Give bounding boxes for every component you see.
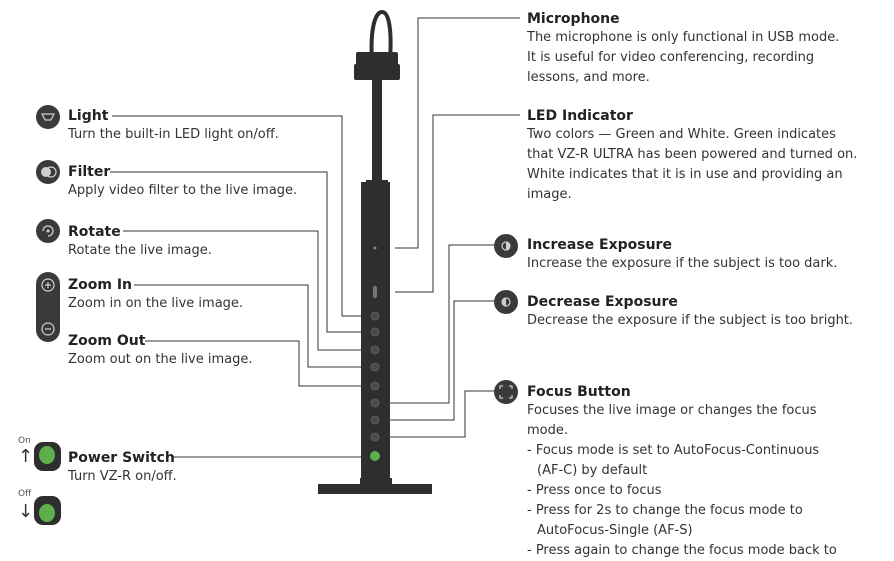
focus-desc-1: Focuses the live image or changes the fo… xyxy=(527,403,817,418)
arrow-down-icon: ↓ xyxy=(18,501,34,522)
zoom-in-title: Zoom In xyxy=(68,277,133,293)
light-title: Light xyxy=(68,108,109,124)
focus-title: Focus Button xyxy=(527,384,631,400)
led-indicator xyxy=(373,286,377,298)
filter-icon xyxy=(36,160,60,184)
led-desc-1: Two colors — Green and White. Green indi… xyxy=(527,127,836,142)
microphone-callout: Microphone The microphone is only functi… xyxy=(527,10,839,88)
switch-on-label: On xyxy=(18,436,31,446)
led-callout: LED Indicator Two colors — Green and Whi… xyxy=(527,107,857,205)
zoom-out-callout: Zoom Out Zoom out on the live image. xyxy=(68,332,253,370)
power-on-icon xyxy=(34,442,61,471)
zoom-in-button[interactable] xyxy=(370,362,380,372)
microphone-desc-2: It is useful for video conferencing, rec… xyxy=(527,50,815,65)
led-desc-4: image. xyxy=(527,187,572,202)
zoom-out-title: Zoom Out xyxy=(68,333,146,349)
rotate-icon xyxy=(36,219,60,243)
focus-icon xyxy=(494,380,518,404)
zoom-rocker-icon xyxy=(36,272,60,342)
mic-hole xyxy=(373,246,377,250)
microphone-desc-1: The microphone is only functional in USB… xyxy=(527,30,840,45)
filter-title: Filter xyxy=(68,164,111,180)
light-button[interactable] xyxy=(370,311,380,321)
zoom-out-button[interactable] xyxy=(370,381,380,391)
rotate-button[interactable] xyxy=(370,345,380,355)
device-neck xyxy=(360,478,392,486)
light-callout: Light Turn the built-in LED light on/off… xyxy=(68,107,279,145)
decrease-exposure-callout: Decrease Exposure Decrease the exposure … xyxy=(527,293,853,331)
zoom-in-callout: Zoom In Zoom in on the live image. xyxy=(68,276,243,314)
decrease-exposure-button[interactable] xyxy=(370,415,380,425)
filter-desc: Apply video filter to the live image. xyxy=(68,183,298,198)
switch-off-label: Off xyxy=(18,489,32,499)
decrease-exposure-leader xyxy=(380,300,494,421)
arrow-up-icon: ↑ xyxy=(18,446,34,467)
microphone-title: Microphone xyxy=(527,11,620,27)
power-button[interactable] xyxy=(370,451,380,461)
light-icon xyxy=(36,105,60,129)
led-leader xyxy=(395,114,520,293)
filter-callout: Filter Apply video filter to the live im… xyxy=(68,163,297,201)
led-title: LED Indicator xyxy=(527,108,633,124)
zoom-in-desc: Zoom in on the live image. xyxy=(68,296,244,311)
power-title: Power Switch xyxy=(68,450,175,466)
device-base xyxy=(318,484,432,494)
filter-button[interactable] xyxy=(370,327,380,337)
focus-callout: Focus Button Focuses the live image or c… xyxy=(527,383,837,561)
gooseneck-cable xyxy=(369,9,393,61)
decrease-exposure-icon xyxy=(494,290,518,314)
power-off-icon xyxy=(34,496,61,525)
increase-exposure-leader xyxy=(380,244,494,404)
light-leader xyxy=(112,115,370,317)
power-desc: Turn VZ-R on/off. xyxy=(68,469,177,484)
camera-arm xyxy=(372,80,382,184)
microphone-leader xyxy=(395,17,520,249)
increase-exposure-title: Increase Exposure xyxy=(527,237,672,253)
increase-exposure-callout: Increase Exposure Increase the exposure … xyxy=(527,236,837,274)
light-desc: Turn the built-in LED light on/off. xyxy=(68,127,279,142)
camera-head-base xyxy=(354,64,400,80)
rotate-desc: Rotate the live image. xyxy=(68,243,212,258)
focus-desc-5: - Press once to focus xyxy=(527,483,662,498)
focus-button[interactable] xyxy=(370,432,380,442)
increase-exposure-button[interactable] xyxy=(370,398,380,408)
led-desc-3: White indicates that it is in use and pr… xyxy=(527,167,843,182)
zoom-out-leader xyxy=(145,340,370,387)
power-callout: Power Switch Turn VZ-R on/off. xyxy=(68,449,177,487)
focus-desc-3: - Focus mode is set to AutoFocus-Continu… xyxy=(527,443,820,458)
rotate-title: Rotate xyxy=(68,224,121,240)
filter-leader xyxy=(110,171,370,333)
focus-desc-4: (AF-C) by default xyxy=(537,463,648,478)
increase-exposure-icon xyxy=(494,234,518,258)
rotate-leader xyxy=(123,230,370,351)
zoom-in-leader xyxy=(134,284,370,368)
rotate-callout: Rotate Rotate the live image. xyxy=(68,223,212,261)
focus-leader xyxy=(380,390,494,438)
focus-desc-7: AutoFocus-Single (AF-S) xyxy=(537,523,693,538)
microphone-desc-3: lessons, and more. xyxy=(527,70,650,85)
led-desc-2: that VZ-R ULTRA has been powered and tur… xyxy=(527,147,858,162)
decrease-exposure-title: Decrease Exposure xyxy=(527,294,678,310)
focus-desc-2: mode. xyxy=(527,423,568,438)
camera-head xyxy=(356,52,398,66)
zoom-out-desc: Zoom out on the live image. xyxy=(68,352,253,367)
decrease-exposure-desc: Decrease the exposure if the subject is … xyxy=(527,313,854,328)
increase-exposure-desc: Increase the exposure if the subject is … xyxy=(527,256,838,271)
focus-desc-6: - Press for 2s to change the focus mode … xyxy=(527,503,803,518)
focus-desc-8: - Press again to change the focus mode b… xyxy=(527,543,837,558)
